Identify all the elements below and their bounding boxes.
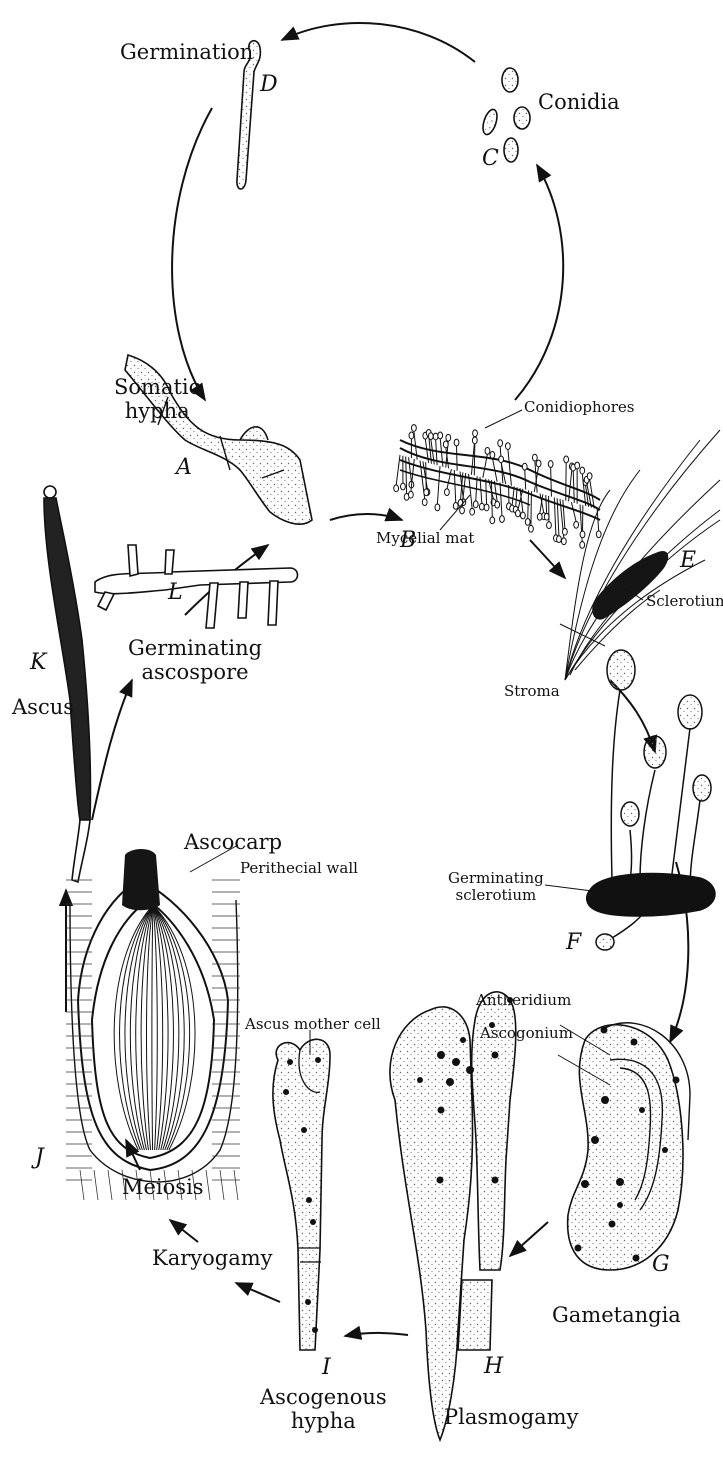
stage-letter-f: F: [566, 930, 581, 955]
label-meiosis: Meiosis: [122, 1175, 204, 1199]
stage-letter-b: B: [400, 528, 416, 553]
arrow-ascus-to-ascospore: [92, 680, 132, 820]
arrow-gametangia-to-plasmogamy: [510, 1222, 548, 1256]
arrow-plasmogamy-to-ascogenous: [345, 1333, 408, 1336]
stage-letter-k: K: [30, 650, 46, 675]
arrow-conidiophores-to-conidia: [515, 165, 563, 400]
label-conidia: Conidia: [538, 90, 620, 114]
label-stroma: Stroma: [504, 683, 560, 700]
grass-head-E: [565, 430, 720, 680]
label-ascogenous-hypha: Ascogenous hypha: [260, 1385, 387, 1433]
stage-letter-i: I: [322, 1355, 331, 1380]
arrow-ascogenous-to-karyogamy: [236, 1283, 280, 1302]
label-ascogonium: Ascogonium: [480, 1025, 573, 1042]
label-plasmogamy: Plasmogamy: [444, 1405, 578, 1429]
label-germination: Germination: [120, 40, 253, 64]
label-germinating-ascospore: Germinating ascospore: [128, 636, 262, 684]
label-somatic-hypha: Somatic hypha: [114, 375, 200, 423]
germinating-ascospore-L: [95, 545, 298, 628]
stage-letter-a: A: [176, 455, 192, 480]
label-ascus: Ascus: [12, 695, 74, 719]
asci-bundle: [114, 905, 195, 1150]
label-germinating-sclerotium: Germinating sclerotium: [448, 870, 544, 905]
label-karyogamy: Karyogamy: [152, 1246, 273, 1270]
ostiole: [122, 849, 160, 910]
arrow-germination-to-hypha: [172, 108, 212, 400]
arrow-hypha-to-mat: [330, 514, 402, 520]
label-ascus-mother-cell: Ascus mother cell: [245, 1016, 381, 1033]
stage-letter-e: E: [680, 548, 696, 573]
label-sclerotium: Sclerotium: [646, 593, 723, 610]
label-ascocarp: Ascocarp: [184, 830, 282, 854]
arrow-mat-to-sclerotium: [530, 540, 565, 578]
stage-letter-j: J: [35, 1145, 44, 1170]
ascocarp-J: [70, 880, 238, 1182]
germinating-sclerotium-F: [587, 650, 715, 950]
arrow-conidia-to-germination: [282, 23, 475, 62]
stage-letter-d: D: [260, 72, 278, 97]
label-antheridium: Antheridium: [476, 992, 571, 1009]
arrow-karyogamy-to-meiosis: [170, 1220, 198, 1242]
ascogenous-hypha-I: [273, 1039, 330, 1350]
stage-letter-l: L: [168, 580, 183, 605]
label-mycelial-mat: Mycelial mat: [376, 530, 474, 547]
stage-letter-c: C: [482, 146, 499, 171]
leader-lines: [190, 410, 643, 1085]
stage-letter-h: H: [484, 1354, 503, 1379]
label-conidiophores: Conidiophores: [524, 399, 634, 416]
label-perithecial-wall: Perithecial wall: [240, 860, 358, 877]
ascus-K: [44, 486, 91, 882]
label-gametangia: Gametangia: [552, 1303, 681, 1327]
stage-letter-g: G: [652, 1252, 670, 1277]
